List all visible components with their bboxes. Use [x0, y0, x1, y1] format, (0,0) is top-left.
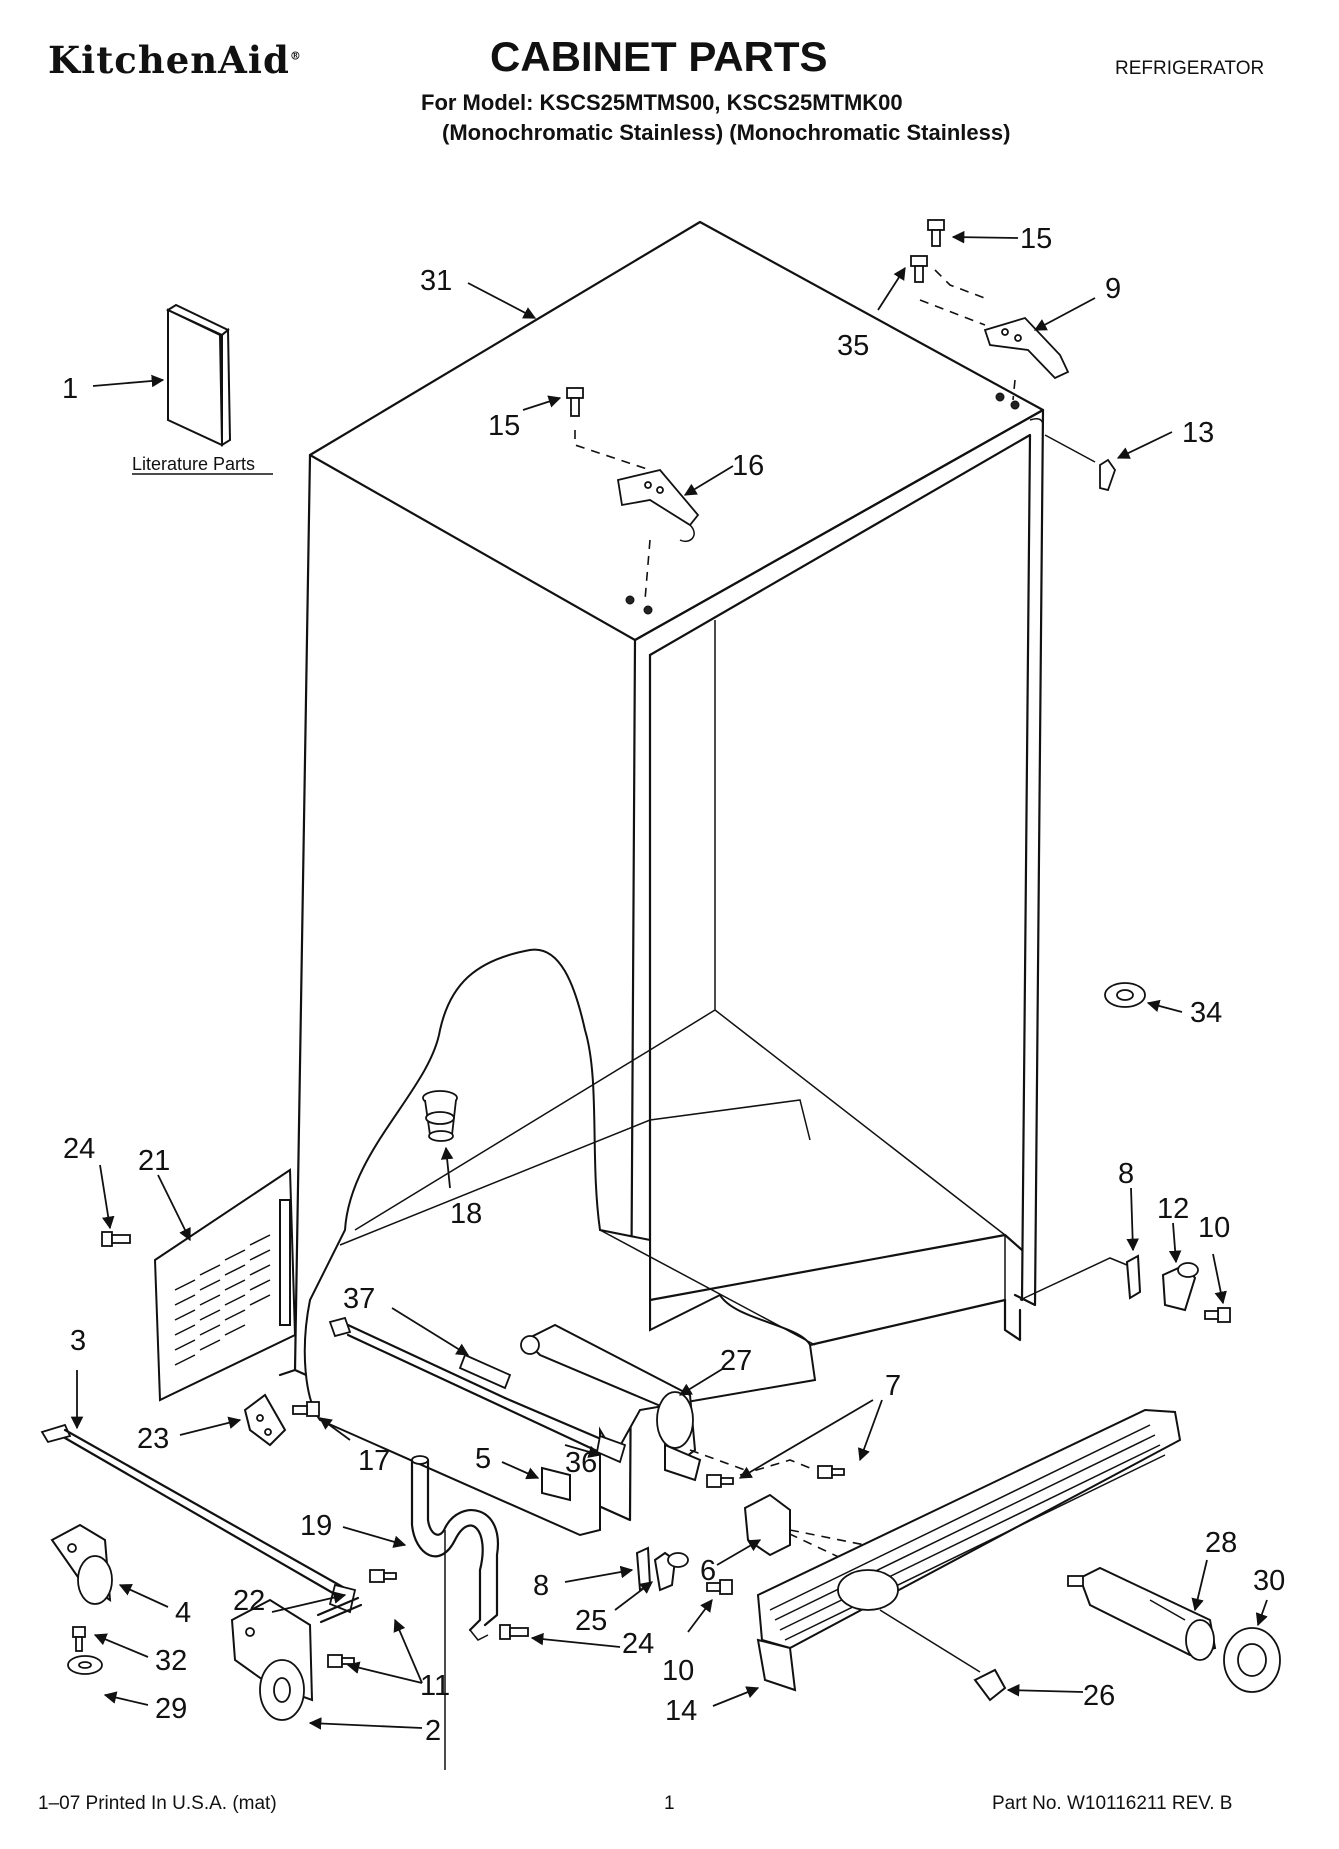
callout-16: 16 [732, 450, 764, 482]
screw-part-10-upper[interactable] [1204, 1307, 1231, 1323]
part-12-leveler[interactable] [1161, 1262, 1199, 1312]
callout-24-upper: 24 [63, 1133, 95, 1165]
callout-11: 11 [420, 1670, 450, 1702]
callout-5: 5 [475, 1443, 491, 1475]
screw-part-7-b[interactable] [817, 1465, 845, 1479]
callout-26: 26 [1083, 1680, 1115, 1712]
plate-part-8-lower[interactable] [635, 1546, 652, 1592]
plate-part-8-upper[interactable] [1125, 1254, 1142, 1300]
callout-30: 30 [1253, 1565, 1285, 1597]
drain-hose-part-19[interactable] [410, 1455, 500, 1641]
callout-29: 29 [155, 1693, 187, 1725]
callout-15-mid: 15 [488, 410, 520, 442]
callout-27: 27 [720, 1345, 752, 1377]
callout-3: 3 [70, 1325, 86, 1357]
part-34-clip[interactable] [1104, 982, 1146, 1008]
callout-31: 31 [420, 265, 452, 297]
callout-21: 21 [138, 1145, 170, 1177]
hinge-screw-15-left[interactable] [566, 387, 584, 417]
drain-grommet-part-18[interactable] [422, 1090, 458, 1142]
screw-part-24-upper[interactable] [101, 1231, 131, 1247]
callout-32: 32 [155, 1645, 187, 1677]
part-29-washer[interactable] [67, 1655, 103, 1675]
callout-12: 12 [1157, 1193, 1189, 1225]
callout-1: 1 [62, 373, 78, 405]
hinge-screw-35[interactable] [910, 255, 928, 283]
page-title: CABINET PARTS [490, 33, 828, 80]
callout-23: 23 [137, 1423, 169, 1455]
callout-17: 17 [358, 1445, 390, 1477]
screw-part-7-a[interactable] [706, 1474, 734, 1488]
rear-access-panel-part-21[interactable] [153, 1168, 297, 1402]
part-number: Part No. W10116211 REV. B [992, 1793, 1233, 1814]
hinge-screw-15-right[interactable] [927, 219, 945, 247]
callout-13: 13 [1182, 417, 1214, 449]
base-grille-part-14[interactable] [756, 1408, 1182, 1692]
filter-cap-part-30[interactable] [1223, 1627, 1281, 1693]
callout-4: 4 [175, 1597, 191, 1629]
callout-labels: 1 31 15 9 35 15 16 13 34 24 21 18 8 12 1… [62, 223, 1285, 1747]
leader-lines [70, 230, 1268, 1730]
part-5-block[interactable] [541, 1466, 571, 1502]
water-filter-part-28[interactable] [1067, 1566, 1217, 1661]
footer-print-info: 1–07 Printed In U.S.A. (mat) [38, 1793, 277, 1814]
brand-registered-mark: ® [289, 49, 302, 63]
callout-6: 6 [700, 1555, 716, 1587]
brand-logo: KitchenAid® [48, 38, 302, 82]
caster-part-4[interactable] [50, 1523, 113, 1605]
callout-8-upper: 8 [1118, 1158, 1134, 1190]
callout-7: 7 [885, 1370, 901, 1402]
screw-part-32[interactable] [72, 1626, 86, 1652]
screw-part-24-lower[interactable] [499, 1624, 529, 1640]
callout-35: 35 [837, 330, 869, 362]
brand-name: KitchenAid [48, 38, 290, 82]
model-variants-line: (Monochromatic Stainless) (Monochromatic… [442, 120, 1011, 145]
callout-8-lower: 8 [533, 1570, 549, 1602]
pin-part-22[interactable] [316, 1596, 363, 1624]
literature-parts[interactable]: Literature Parts [132, 303, 273, 475]
model-line: For Model: KSCS25MTMS00, KSCS25MTMK00 [421, 90, 903, 115]
callout-36: 36 [565, 1447, 597, 1479]
literature-parts-label: Literature Parts [132, 454, 255, 474]
callout-14: 14 [665, 1695, 697, 1727]
bracket-part-6[interactable] [743, 1493, 791, 1557]
callout-34: 34 [1190, 997, 1222, 1029]
callout-37: 37 [343, 1283, 375, 1315]
callout-10-lower: 10 [662, 1655, 694, 1687]
callout-18: 18 [450, 1198, 482, 1230]
part-25-leveler[interactable] [653, 1551, 689, 1592]
callout-19: 19 [300, 1510, 332, 1542]
callout-24-lower: 24 [622, 1628, 654, 1660]
callout-25: 25 [575, 1605, 607, 1637]
screw-part-10-lower[interactable] [706, 1579, 733, 1595]
callout-28: 28 [1205, 1527, 1237, 1559]
callout-22: 22 [233, 1585, 265, 1617]
callout-2: 2 [425, 1715, 441, 1747]
drain-trough-part-27[interactable] [520, 1323, 702, 1482]
part-23-bracket[interactable] [243, 1393, 287, 1447]
screw-part-11-a[interactable] [369, 1569, 397, 1583]
hinge-cover-part-13[interactable] [1099, 458, 1117, 492]
appliance-category: REFRIGERATOR [1115, 58, 1265, 79]
front-roller-part-2[interactable] [230, 1598, 314, 1721]
callout-10-upper: 10 [1198, 1212, 1230, 1244]
callout-9: 9 [1105, 273, 1121, 305]
clip-part-26[interactable] [973, 1668, 1007, 1702]
water-tube-part-37[interactable] [328, 1316, 512, 1410]
callout-15-top: 15 [1020, 223, 1052, 255]
top-hinge-left[interactable] [616, 468, 700, 542]
top-hinge-right[interactable] [983, 316, 1070, 380]
page-number: 1 [664, 1793, 675, 1814]
screw-part-17[interactable] [292, 1401, 320, 1417]
